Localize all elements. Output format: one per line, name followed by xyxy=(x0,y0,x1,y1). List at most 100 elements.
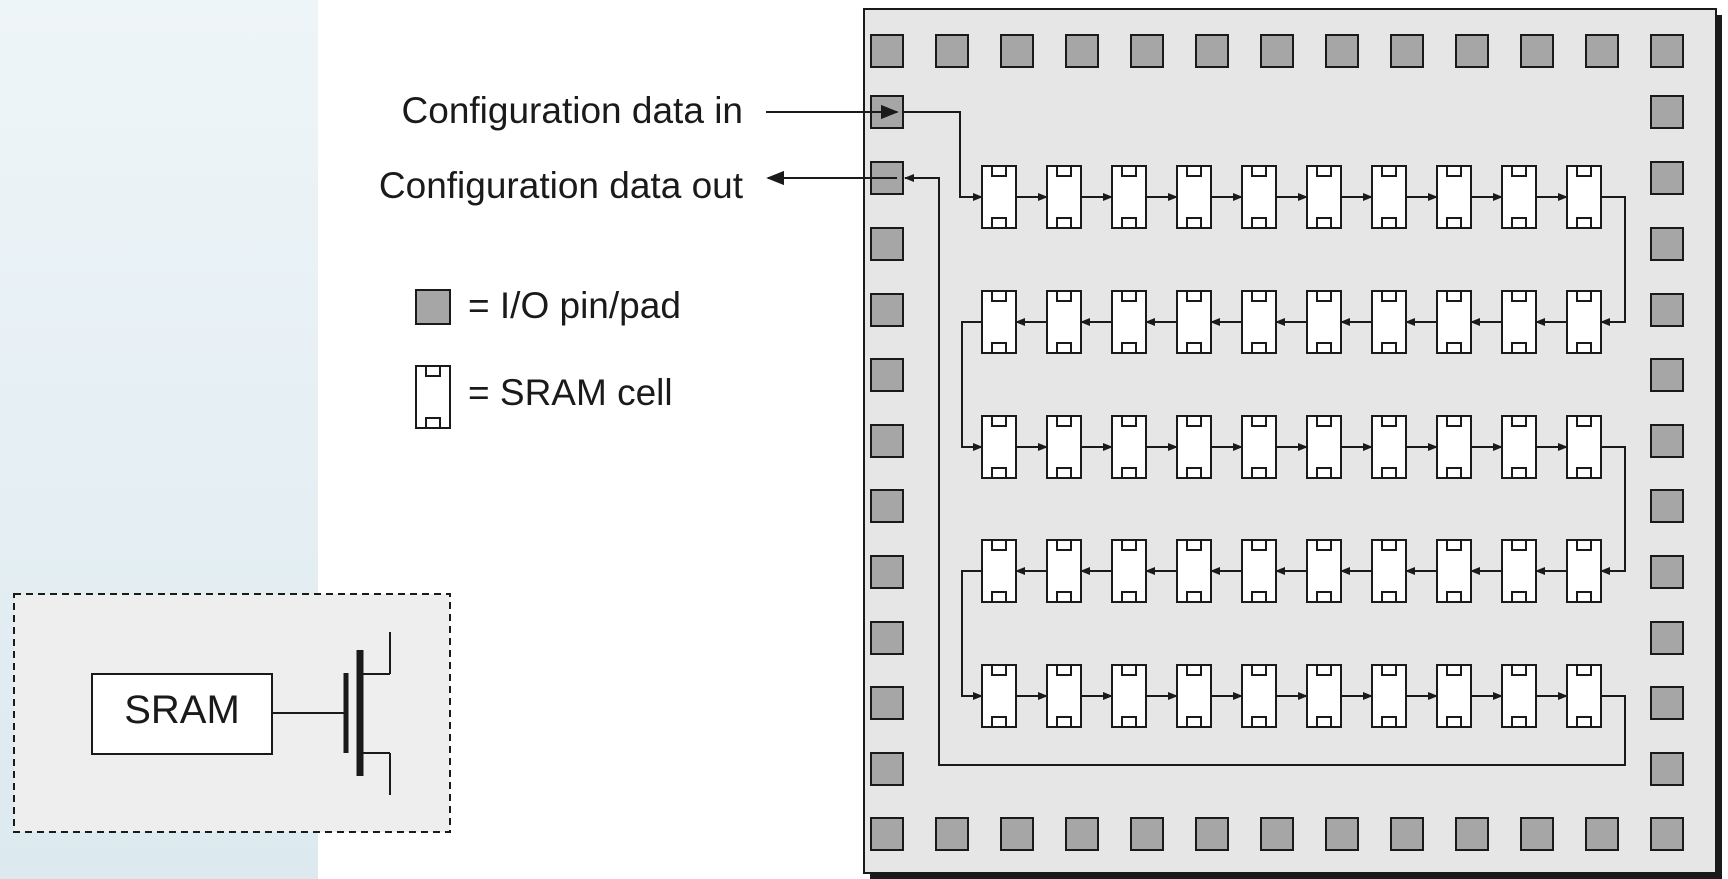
sram-cell xyxy=(1241,539,1277,603)
io-pad xyxy=(1000,34,1034,68)
io-pad xyxy=(1195,817,1229,851)
sram-cell xyxy=(1501,539,1537,603)
sram-cell xyxy=(1436,664,1472,728)
io-pad xyxy=(1520,817,1554,851)
sram-cell xyxy=(1501,290,1537,354)
io-pad xyxy=(1065,817,1099,851)
legend-sram-symbol xyxy=(415,365,451,429)
io-pad xyxy=(1650,227,1684,261)
io-pad xyxy=(935,34,969,68)
sram-cell xyxy=(1111,165,1147,229)
io-pad xyxy=(1650,817,1684,851)
sram-cell xyxy=(1176,664,1212,728)
io-pad xyxy=(1650,34,1684,68)
io-pad xyxy=(1455,34,1489,68)
io-pad xyxy=(1650,424,1684,458)
io-pad xyxy=(1650,358,1684,392)
sram-cell xyxy=(1371,290,1407,354)
sram-cell xyxy=(1111,664,1147,728)
io-pad xyxy=(870,489,904,523)
config-data-in-label: Configuration data in xyxy=(401,90,743,131)
sram-cell xyxy=(1306,415,1342,479)
sram-cell xyxy=(1371,539,1407,603)
sram-cell xyxy=(1436,415,1472,479)
io-pad xyxy=(870,621,904,655)
chain-turn-wire xyxy=(1600,196,1626,326)
sram-cell xyxy=(1566,165,1602,229)
chain-turn-wire xyxy=(961,570,983,700)
sram-cell xyxy=(1111,415,1147,479)
io-pad xyxy=(1260,817,1294,851)
io-pad xyxy=(870,34,904,68)
io-pad xyxy=(870,752,904,786)
chain-return-wire xyxy=(904,174,1626,766)
io-pad xyxy=(1065,34,1099,68)
io-pad xyxy=(1130,817,1164,851)
sram-cell xyxy=(1566,415,1602,479)
sram-cell xyxy=(1241,664,1277,728)
io-pad xyxy=(1390,34,1424,68)
inset-sram-label: SRAM xyxy=(124,688,240,732)
sram-cells xyxy=(981,165,1602,728)
sram-cell xyxy=(1176,290,1212,354)
config-data-out-label: Configuration data out xyxy=(378,165,743,206)
sram-cell xyxy=(981,415,1017,479)
sram-cell xyxy=(1241,415,1277,479)
io-pad xyxy=(1000,817,1034,851)
sram-cell xyxy=(1046,539,1082,603)
sram-cell xyxy=(1501,165,1537,229)
io-pads xyxy=(870,34,1684,851)
chain-turn-wire xyxy=(1600,446,1626,575)
io-pad xyxy=(870,817,904,851)
io-pad xyxy=(1650,489,1684,523)
io-pad xyxy=(1130,34,1164,68)
io-pad xyxy=(1650,555,1684,589)
pass-transistor-icon xyxy=(272,632,391,795)
sram-cell xyxy=(1501,415,1537,479)
sram-cell xyxy=(1176,165,1212,229)
sram-cell xyxy=(1566,664,1602,728)
io-pad xyxy=(1390,817,1424,851)
sram-cell xyxy=(1046,290,1082,354)
sram-cell xyxy=(981,539,1017,603)
io-pad xyxy=(1650,293,1684,327)
io-pad xyxy=(1260,34,1294,68)
io-pad xyxy=(1650,752,1684,786)
sram-cell xyxy=(1436,165,1472,229)
io-pad xyxy=(870,555,904,589)
sram-cell xyxy=(1436,290,1472,354)
sram-cell xyxy=(1046,165,1082,229)
io-pad xyxy=(1650,621,1684,655)
io-pad xyxy=(1585,34,1619,68)
io-pad xyxy=(1650,686,1684,720)
sram-cell xyxy=(1371,664,1407,728)
sram-cell xyxy=(981,165,1017,229)
sram-cell xyxy=(1176,539,1212,603)
sram-cell xyxy=(1241,165,1277,229)
io-pad xyxy=(1455,817,1489,851)
io-pad xyxy=(1650,161,1684,195)
sram-cell xyxy=(1306,664,1342,728)
io-pad xyxy=(870,686,904,720)
legend-sram-label: = SRAM cell xyxy=(468,372,673,413)
legend-pad-symbol xyxy=(415,289,451,325)
io-pad xyxy=(870,293,904,327)
sram-cell xyxy=(1436,539,1472,603)
sram-cell xyxy=(1306,290,1342,354)
sram-cell xyxy=(1176,415,1212,479)
io-pad xyxy=(935,817,969,851)
sram-cell xyxy=(1501,664,1537,728)
io-pad xyxy=(870,227,904,261)
sram-cell xyxy=(981,664,1017,728)
sram-cell xyxy=(1046,664,1082,728)
io-pad xyxy=(870,424,904,458)
io-pad xyxy=(1195,34,1229,68)
legend-pin-label: = I/O pin/pad xyxy=(468,285,681,326)
sram-cell xyxy=(1111,290,1147,354)
sram-cell xyxy=(1371,165,1407,229)
sram-cell xyxy=(981,290,1017,354)
sram-cell xyxy=(1566,290,1602,354)
io-pad xyxy=(1650,95,1684,129)
io-pad xyxy=(1325,34,1359,68)
